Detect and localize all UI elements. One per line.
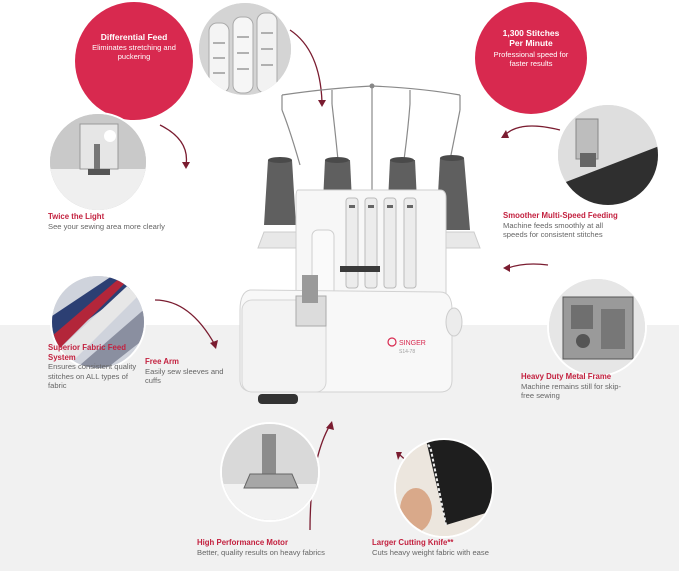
feature-motor: High Performance Motor Better, quality r…: [197, 538, 347, 557]
feature-title: High Performance Motor: [197, 538, 288, 547]
fabric-swatch-icon: [50, 274, 146, 370]
arrow-frame: [507, 263, 549, 269]
feature-desc: Ensures consistent quality stitches on A…: [48, 362, 137, 390]
callout-title: Differential Feed: [100, 32, 168, 42]
needle-closeup-icon: [48, 112, 148, 212]
callout-stitches-per-minute: 1,300 Stitches Per Minute Professional s…: [475, 2, 587, 114]
feature-knife: Larger Cutting Knife** Cuts heavy weight…: [372, 538, 522, 557]
machine-model: S14-78: [399, 349, 415, 355]
feature-title: Larger Cutting Knife**: [372, 538, 454, 547]
feature-twice-light: Twice the Light See your sewing area mor…: [48, 212, 188, 231]
feature-desc: Machine feeds smoothly at all speeds for…: [503, 220, 604, 240]
feature-title: Twice the Light: [48, 212, 105, 221]
presser-foot-closeup-icon: [556, 103, 660, 207]
presser-foot-icon: [220, 422, 320, 522]
feature-title: Free Arm: [145, 357, 179, 366]
metal-frame-icon: [547, 277, 647, 377]
feature-multi-speed: Smoother Multi-Speed Feeding Machine fee…: [503, 211, 663, 240]
feature-title: Heavy Duty Metal Frame: [521, 372, 612, 381]
feature-superior-fabric: Superior Fabric Feed System Ensures cons…: [48, 343, 138, 391]
arrow-light: [159, 124, 188, 166]
feature-metal-frame: Heavy Duty Metal Frame Machine remains s…: [521, 372, 651, 401]
machine-brand: SINGER: [399, 340, 426, 347]
feature-free-arm: Free Arm Easily sew sleeves and cuffs: [145, 357, 225, 386]
feature-title: Superior Fabric Feed System: [48, 343, 126, 362]
arrow-dial: [289, 29, 323, 103]
callout-desc: Professional speed for faster results: [493, 50, 569, 68]
cutting-knife-icon: [394, 438, 494, 538]
callout-differential-feed: Differential Feed Eliminates stretching …: [75, 2, 193, 120]
callout-title: 1,300 Stitches Per Minute: [502, 28, 560, 48]
dial-closeup-icon: [197, 1, 293, 97]
arrow-fabric: [154, 299, 216, 346]
feature-desc: Easily sew sleeves and cuffs: [145, 366, 224, 386]
feature-desc: Better, quality results on heavy fabrics: [197, 547, 325, 557]
feature-desc: Cuts heavy weight fabric with ease: [372, 547, 489, 557]
arrow-feeding: [504, 125, 561, 136]
callout-desc: Eliminates stretching and puckering: [92, 43, 176, 61]
feature-title: Smoother Multi-Speed Feeding: [503, 211, 618, 220]
feature-desc: See your sewing area more clearly: [48, 221, 165, 231]
feature-desc: Machine remains still for skip-free sewi…: [521, 381, 622, 401]
